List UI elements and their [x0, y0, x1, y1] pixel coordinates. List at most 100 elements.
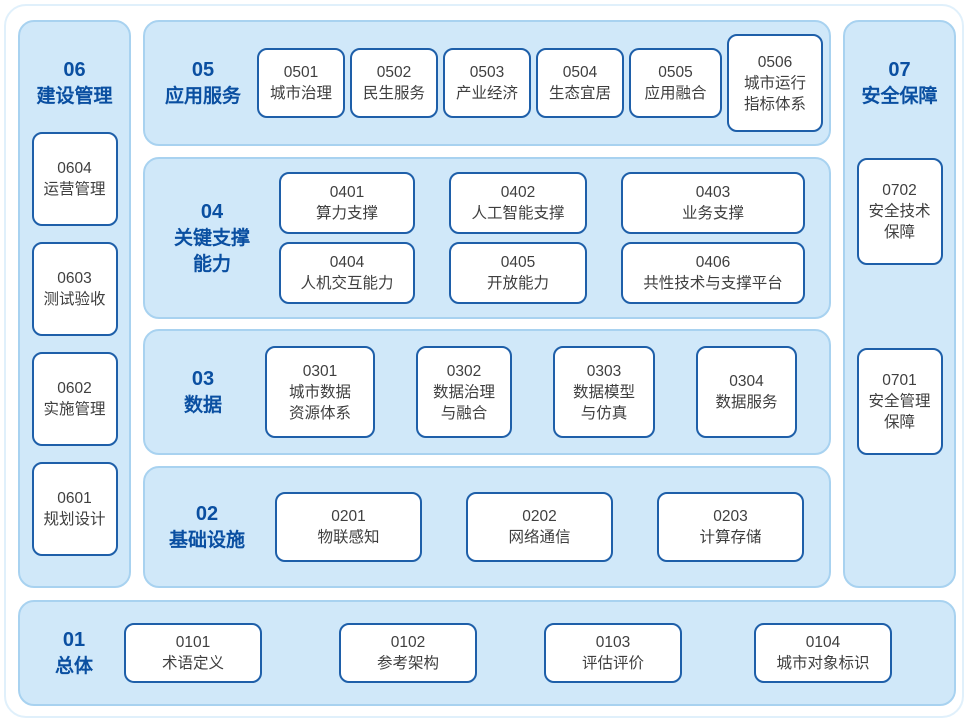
box-row: 0301 城市数据 资源体系 0302 数据治理 与融合 0303 数据模型 与…	[265, 346, 797, 439]
standard-box-0304: 0304 数据服务	[696, 346, 797, 439]
standard-box-0505: 0505 应用融合	[629, 48, 722, 118]
standard-box-0101: 0101 术语定义	[124, 623, 262, 683]
box-name: 安全管理 保障	[868, 393, 931, 431]
box-name: 安全技术 保障	[868, 203, 931, 241]
box-name: 参考架构	[376, 655, 439, 672]
standard-box-0406: 0406 共性技术与支撑平台	[621, 241, 805, 304]
panel-application-services: 05 应用服务 0501 城市治理 0502 民生服务 0503 产业经济 05…	[143, 20, 831, 146]
panel-code: 05	[191, 59, 215, 81]
box-name: 测试验收	[43, 291, 106, 308]
box-name: 城市对象标识	[776, 655, 870, 672]
panel-name: 基础设施	[168, 529, 245, 551]
box-name: 物联感知	[317, 528, 380, 546]
standard-box-0203: 0203 计算存储	[657, 491, 804, 562]
standard-box-0603: 0603 测试验收	[31, 242, 118, 336]
box-code: 0501	[283, 64, 319, 81]
panel-name: 数据	[183, 395, 222, 417]
standard-box-0501: 0501 城市治理	[257, 48, 345, 118]
box-code: 0505	[658, 64, 693, 81]
panel-code: 06	[63, 59, 86, 81]
box-name: 人工智能支撑	[471, 204, 565, 222]
panel-name: 建设管理	[36, 86, 113, 107]
box-name: 数据服务	[715, 394, 778, 412]
box-name: 实施管理	[43, 401, 106, 418]
panel-key-support-capabilities: 04 关键支撑 能力 0401 算力支撑 0402 人工智能支撑 0403 业务…	[143, 156, 831, 319]
panel-code: 03	[191, 368, 215, 391]
panel-code: 04	[200, 200, 224, 223]
box-code: 0403	[695, 183, 731, 201]
box-code: 0404	[329, 253, 365, 271]
box-name: 网络通信	[508, 528, 571, 546]
box-code: 0702	[882, 182, 917, 199]
standard-box-0502: 0502 民生服务	[350, 48, 438, 118]
panel-header: 03 数据	[157, 365, 249, 419]
box-code: 0601	[57, 490, 92, 507]
standard-box-0402: 0402 人工智能支撑	[449, 171, 587, 234]
box-code: 0304	[729, 373, 764, 391]
box-name: 数据模型 与仿真	[572, 383, 635, 422]
box-name: 开放能力	[486, 274, 549, 292]
box-code: 0701	[882, 372, 917, 389]
panel-header: 05 应用服务	[157, 56, 249, 110]
panel-code: 01	[62, 629, 86, 651]
box-code: 0302	[446, 362, 482, 380]
standard-box-0104: 0104 城市对象标识	[754, 623, 892, 683]
middle-column: 05 应用服务 0501 城市治理 0502 民生服务 0503 产业经济 05…	[143, 20, 831, 588]
box-name: 运营管理	[43, 181, 106, 198]
standard-box-0403: 0403 业务支撑	[621, 171, 805, 234]
box-code: 0504	[562, 64, 598, 81]
panel-security-assurance: 07 安全保障 0702 安全技术 保障 0701 安全管理 保障	[843, 20, 956, 588]
box-code: 0301	[302, 362, 338, 380]
panel-code: 07	[888, 59, 911, 81]
standard-box-0602: 0602 实施管理	[31, 352, 118, 446]
standard-box-0506: 0506 城市运行 指标体系	[727, 34, 823, 132]
box-code: 0502	[376, 64, 412, 81]
box-code: 0402	[500, 183, 536, 201]
box-name: 规划设计	[43, 511, 106, 528]
standard-box-0102: 0102 参考架构	[339, 623, 477, 683]
box-code: 0406	[695, 253, 731, 271]
box-name: 城市运行 指标体系	[743, 74, 806, 113]
box-code: 0506	[757, 53, 793, 71]
box-name: 生态宜居	[548, 85, 611, 102]
panel-name: 应用服务	[164, 86, 241, 107]
box-name: 数据治理 与融合	[432, 383, 495, 422]
panel-header: 06 建设管理	[36, 56, 112, 110]
box-name: 共性技术与支撑平台	[643, 274, 783, 292]
box-code: 0503	[469, 64, 505, 81]
panel-header: 07 安全保障	[861, 56, 937, 110]
standard-box-0401: 0401 算力支撑	[279, 171, 415, 234]
box-name: 计算存储	[699, 528, 762, 546]
box-code: 0401	[329, 183, 365, 201]
box-row: 0201 物联感知 0202 网络通信 0203 计算存储	[275, 491, 804, 562]
box-name: 人机交互能力	[300, 274, 394, 292]
box-code: 0604	[57, 160, 92, 177]
box-code: 0103	[595, 634, 631, 651]
box-code: 0101	[175, 634, 211, 651]
box-code: 0603	[57, 270, 92, 287]
box-code: 0201	[331, 507, 366, 525]
box-grid: 0401 算力支撑 0402 人工智能支撑 0403 业务支撑 0404 人机交…	[279, 171, 805, 304]
box-name: 民生服务	[362, 85, 425, 102]
standard-box-0201: 0201 物联感知	[275, 491, 422, 562]
panel-name: 关键支撑 能力	[173, 227, 250, 275]
box-name: 术语定义	[161, 655, 224, 672]
standard-box-0504: 0504 生态宜居	[536, 48, 624, 118]
standard-box-0405: 0405 开放能力	[449, 241, 587, 304]
box-name: 算力支撑	[315, 204, 378, 222]
standard-box-0202: 0202 网络通信	[466, 491, 613, 562]
panel-header: 01 总体	[42, 626, 106, 680]
box-code: 0602	[57, 380, 92, 397]
box-name: 业务支撑	[681, 204, 744, 222]
panel-code: 02	[195, 502, 219, 525]
standard-box-0103: 0103 评估评价	[544, 623, 682, 683]
standard-box-0702: 0702 安全技术 保障	[856, 158, 943, 265]
box-row: 0501 城市治理 0502 民生服务 0503 产业经济 0504 生态宜居 …	[257, 34, 823, 132]
standard-box-0701: 0701 安全管理 保障	[856, 348, 943, 455]
box-name: 应用融合	[644, 85, 707, 102]
panel-name: 安全保障	[861, 86, 938, 107]
panel-overall: 01 总体 0101 术语定义 0102 参考架构 0103 评估评价 0104…	[18, 600, 956, 706]
box-code: 0405	[500, 253, 536, 271]
box-code: 0303	[586, 362, 622, 380]
